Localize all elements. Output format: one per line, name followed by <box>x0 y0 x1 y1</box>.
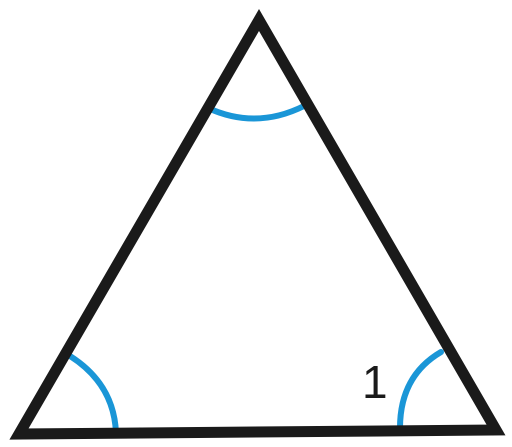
top-angle-arc <box>205 103 307 122</box>
angle-label: 1 <box>362 356 388 408</box>
triangle-outline <box>9 9 506 440</box>
bottom-left-angle-arc <box>67 353 119 436</box>
bottom-right-angle-arc <box>397 349 444 431</box>
